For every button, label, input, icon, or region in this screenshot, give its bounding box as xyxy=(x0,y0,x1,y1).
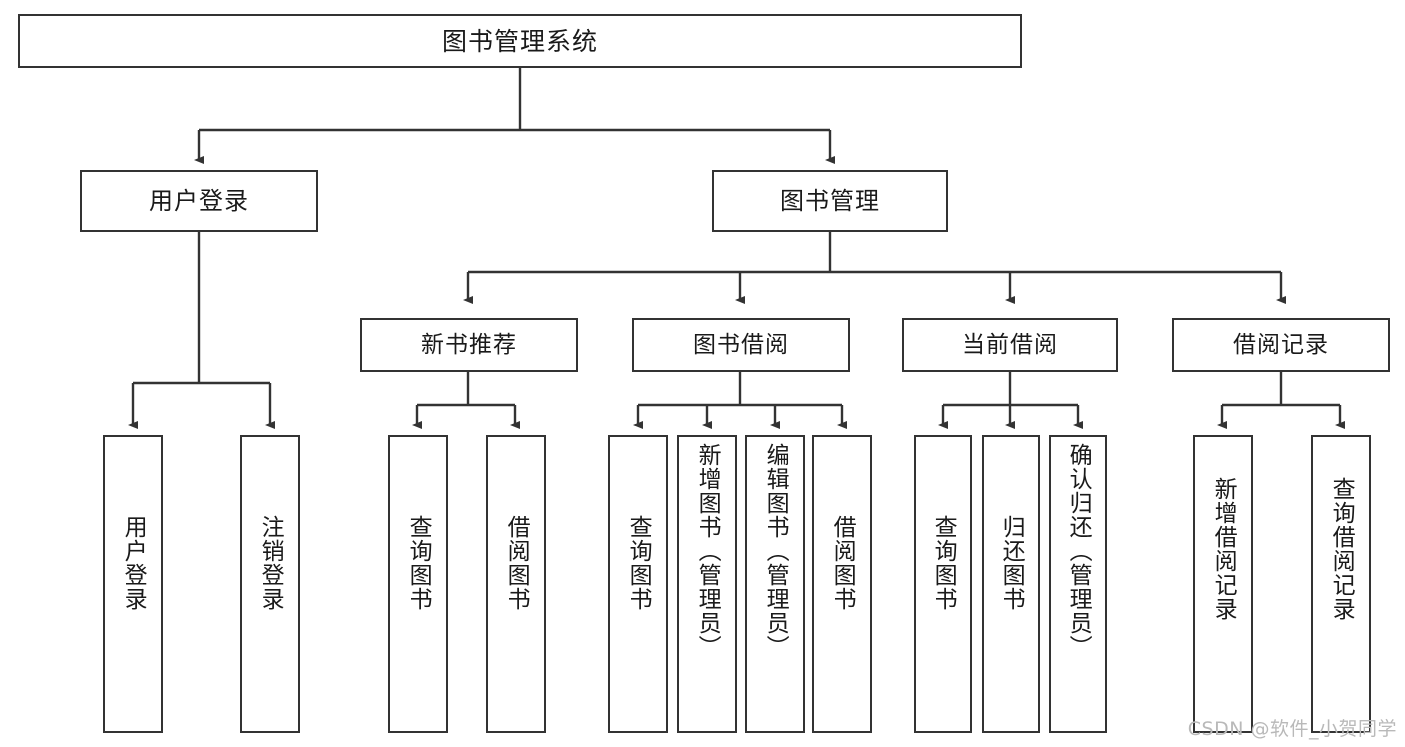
node-new-book-recommend[interactable]: 新书推荐 xyxy=(360,318,578,372)
node-user-login[interactable]: 用户登录 xyxy=(80,170,318,232)
node-leaf-borrow-query-book[interactable]: 查询图书 xyxy=(608,435,668,733)
node-label: 图书管理系统 xyxy=(441,26,598,56)
node-leaf-borrow-add-book-admin[interactable]: 新增图书（管理员） xyxy=(677,435,737,733)
node-label: 查询借阅记录 xyxy=(1328,477,1355,621)
node-label: 新增借阅记录 xyxy=(1210,477,1237,621)
node-leaf-borrow-borrow-book[interactable]: 借阅图书 xyxy=(812,435,872,733)
node-root-book-management-system[interactable]: 图书管理系统 xyxy=(18,14,1022,68)
node-leaf-current-confirm-return-admin[interactable]: 确认归还（管理员） xyxy=(1049,435,1107,733)
node-label: 新书推荐 xyxy=(421,331,517,358)
node-leaf-record-add-record[interactable]: 新增借阅记录 xyxy=(1193,435,1253,733)
node-label: 借阅图书 xyxy=(503,515,530,611)
node-label: 归还图书 xyxy=(998,515,1025,611)
node-leaf-record-query-record[interactable]: 查询借阅记录 xyxy=(1311,435,1371,733)
node-label: 编辑图书（管理员） xyxy=(762,443,789,659)
node-leaf-borrow-edit-book-admin[interactable]: 编辑图书（管理员） xyxy=(745,435,805,733)
node-label: 用户登录 xyxy=(149,187,249,215)
node-current-borrow[interactable]: 当前借阅 xyxy=(902,318,1118,372)
node-leaf-current-query-book[interactable]: 查询图书 xyxy=(914,435,972,733)
node-label: 查询图书 xyxy=(405,515,432,611)
node-label: 新增图书（管理员） xyxy=(694,443,721,659)
node-label: 查询图书 xyxy=(930,515,957,611)
node-leaf-recommend-borrow-book[interactable]: 借阅图书 xyxy=(486,435,546,733)
node-book-borrow[interactable]: 图书借阅 xyxy=(632,318,850,372)
node-label: 图书借阅 xyxy=(693,331,789,358)
node-label: 借阅图书 xyxy=(829,515,856,611)
node-leaf-user-login-signout[interactable]: 注销登录 xyxy=(240,435,300,733)
node-leaf-current-return-book[interactable]: 归还图书 xyxy=(982,435,1040,733)
node-leaf-recommend-query-book[interactable]: 查询图书 xyxy=(388,435,448,733)
node-borrow-record[interactable]: 借阅记录 xyxy=(1172,318,1390,372)
node-label: 注销登录 xyxy=(257,515,284,611)
node-book-management[interactable]: 图书管理 xyxy=(712,170,948,232)
node-label: 当前借阅 xyxy=(962,331,1058,358)
node-label: 确认归还（管理员） xyxy=(1065,443,1092,659)
node-label: 借阅记录 xyxy=(1233,331,1329,358)
node-label: 查询图书 xyxy=(625,515,652,611)
node-label: 图书管理 xyxy=(780,187,880,215)
node-leaf-user-login-signin[interactable]: 用户登录 xyxy=(103,435,163,733)
node-label: 用户登录 xyxy=(120,515,147,611)
